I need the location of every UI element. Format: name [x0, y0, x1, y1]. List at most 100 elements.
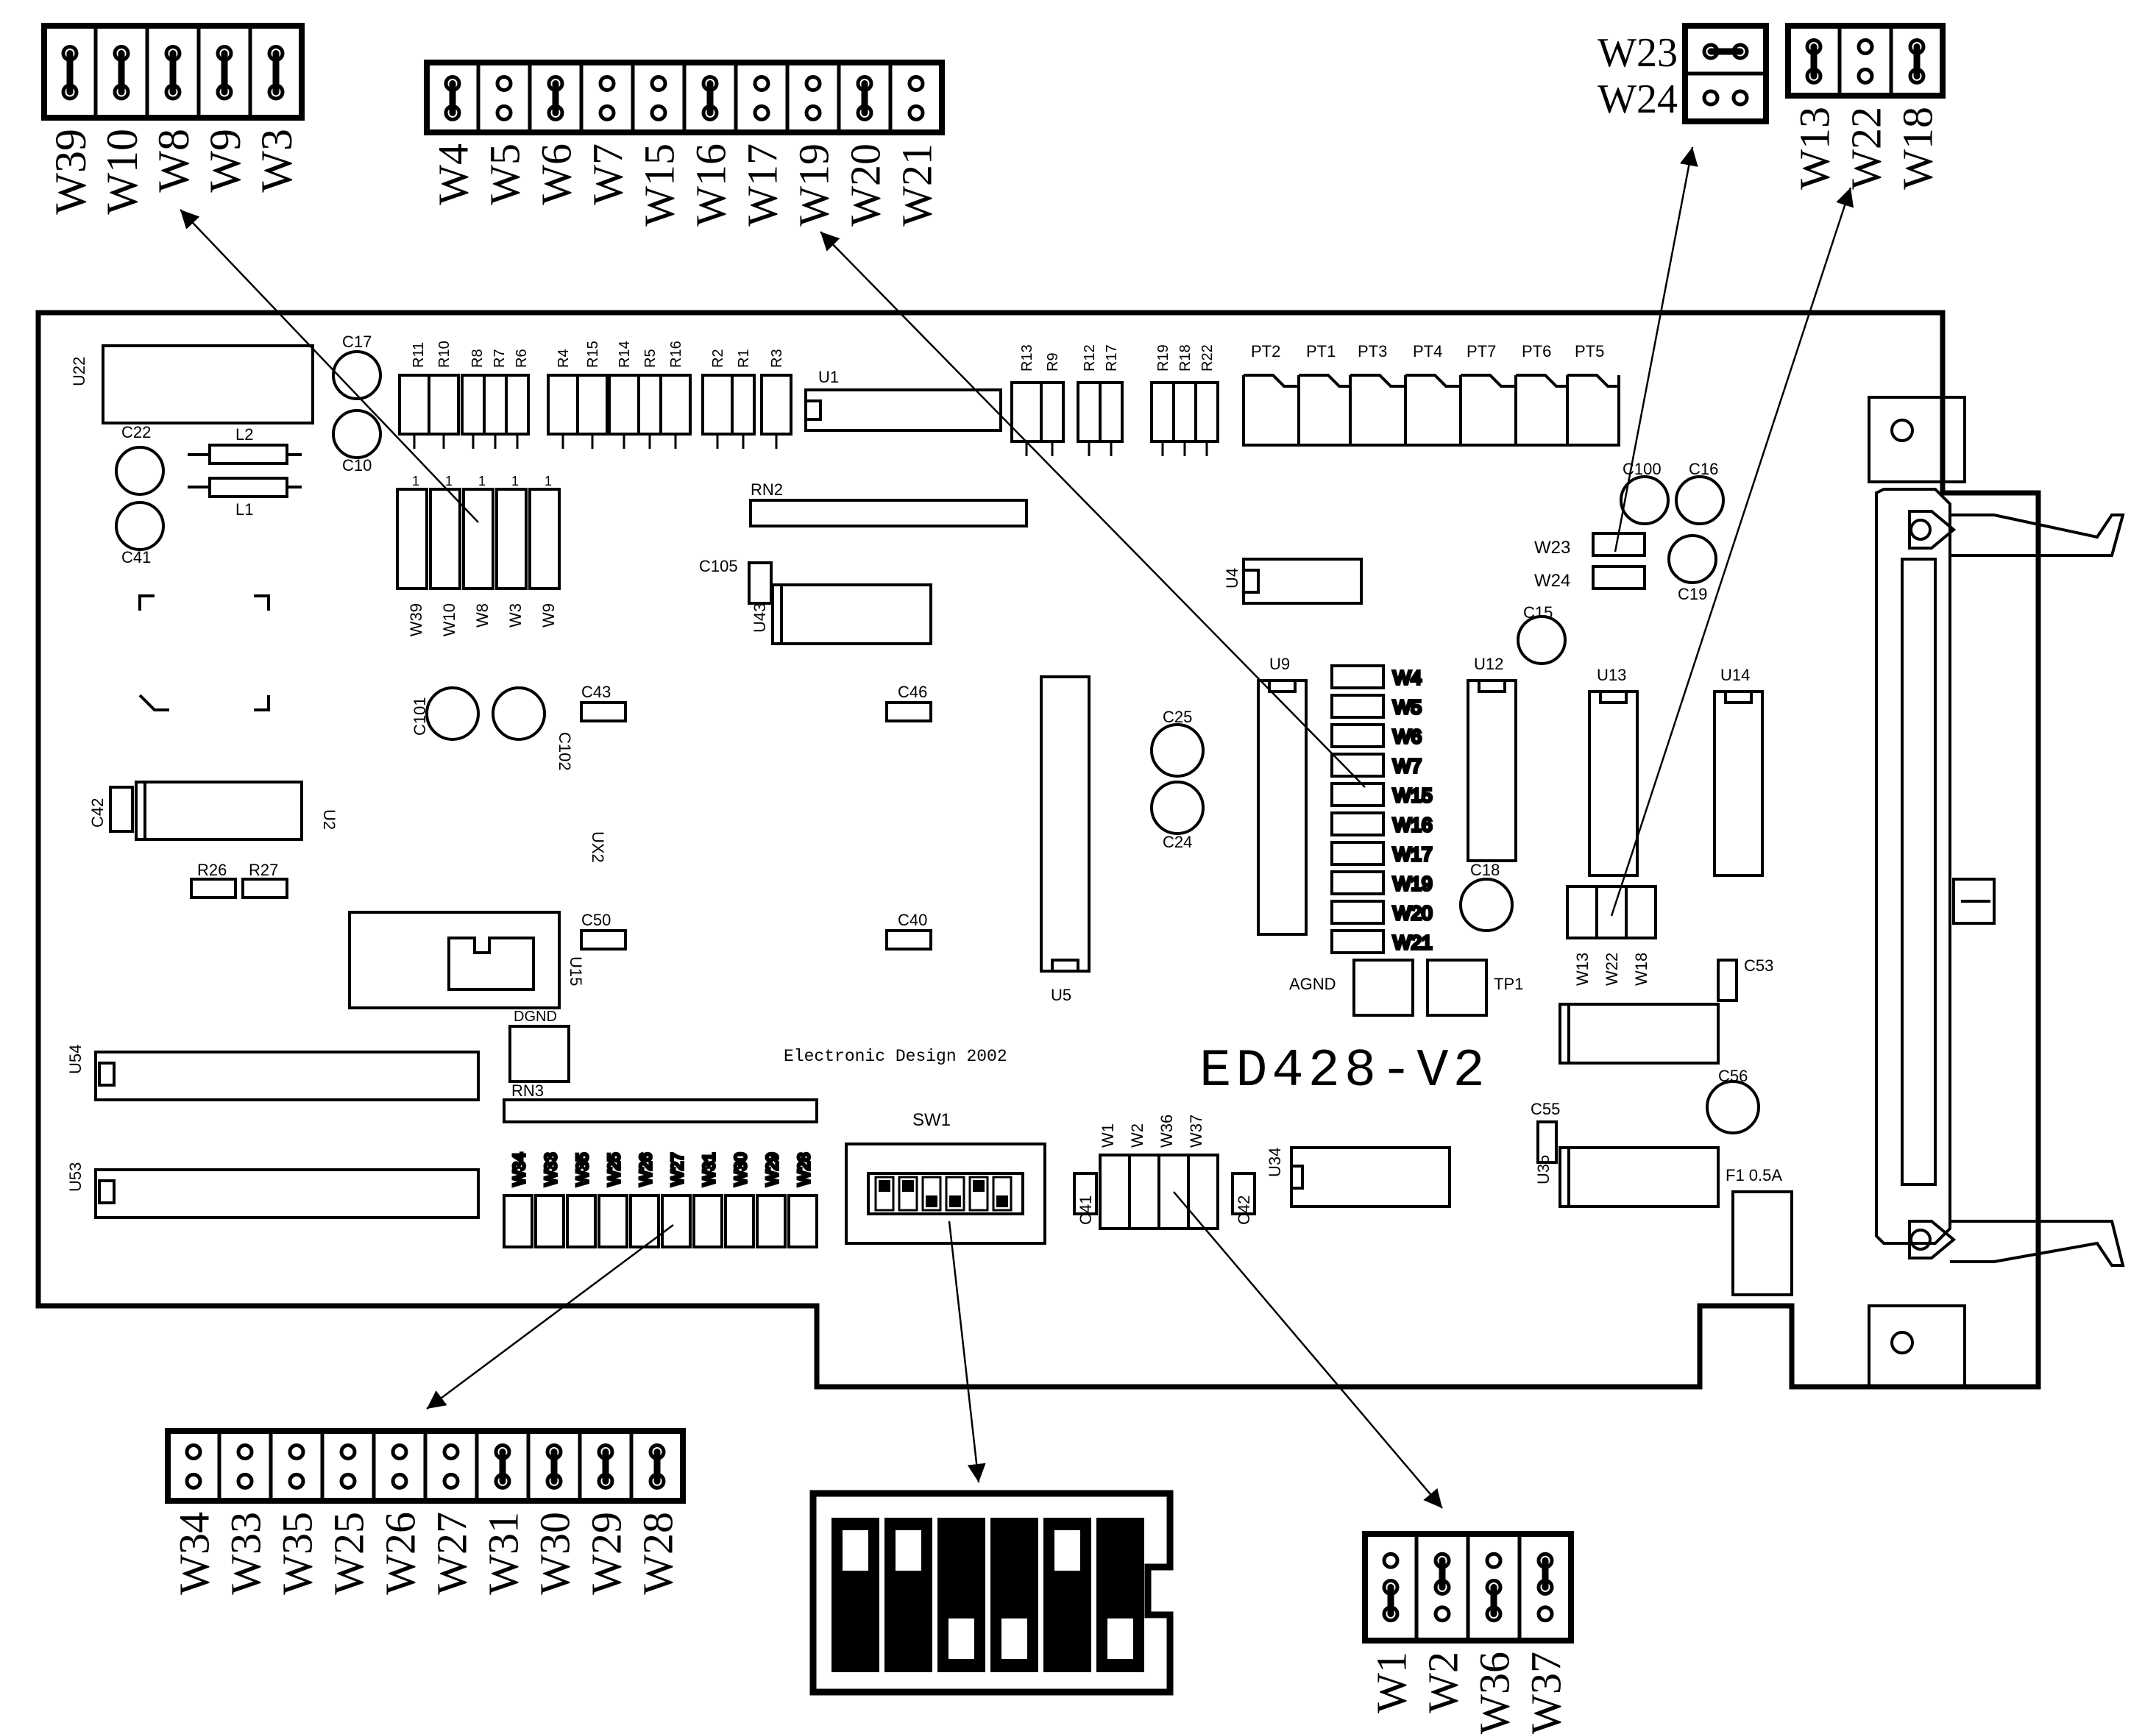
label: U1 — [818, 368, 839, 386]
pin — [1382, 1552, 1400, 1569]
label: W10 — [440, 603, 458, 636]
jumper-label: W2 — [1419, 1652, 1467, 1713]
label: 1 — [445, 474, 453, 488]
board-jumper-label: W33 — [542, 1153, 560, 1186]
pin — [907, 75, 925, 92]
label: U5 — [1051, 986, 1071, 1004]
label: U14 — [1720, 666, 1750, 684]
label: PT7 — [1467, 342, 1496, 360]
jumper-label: W15 — [635, 143, 683, 227]
board-jumper-label: W26 — [636, 1153, 655, 1186]
board-jumper-label: W15 — [1393, 784, 1432, 806]
board-outline — [35, 310, 2041, 1390]
pin — [650, 104, 667, 121]
board-jumper-label: W21 — [1393, 931, 1432, 953]
label: PT1 — [1306, 342, 1336, 360]
jumper-label: W19 — [790, 143, 837, 227]
jumper-label: W7 — [584, 143, 631, 205]
pin — [185, 1443, 202, 1460]
jumper-label: W17 — [738, 143, 786, 227]
board-jumper-label: W34 — [510, 1153, 528, 1186]
pin — [1433, 1605, 1451, 1623]
jumper-label: W21 — [893, 143, 940, 227]
jumper-label: W6 — [532, 143, 580, 205]
label: W2 — [1128, 1123, 1146, 1148]
pin — [339, 1472, 357, 1490]
label: L1 — [235, 500, 253, 519]
board-jumper-label: W16 — [1393, 814, 1432, 836]
label: PT2 — [1251, 342, 1280, 360]
label: 1 — [412, 474, 419, 488]
pin — [1731, 89, 1749, 107]
pin — [1857, 38, 1874, 55]
label: U54 — [66, 1045, 85, 1074]
label: R3 — [769, 349, 785, 368]
label: U35 — [1534, 1155, 1553, 1184]
jumper-label: W4 — [429, 143, 477, 205]
label: C41 — [1077, 1195, 1095, 1225]
label: R22 — [1199, 344, 1216, 372]
pin — [442, 1443, 460, 1460]
label: C105 — [699, 557, 738, 575]
label: L2 — [235, 425, 253, 444]
label: 1 — [511, 474, 519, 488]
label: W13 — [1573, 953, 1592, 986]
label: C100 — [1623, 460, 1662, 478]
board-parts-mid — [94, 475, 1793, 1296]
pin — [598, 104, 616, 121]
pin — [598, 75, 616, 92]
jumper-label: W5 — [481, 143, 528, 205]
pin — [288, 1443, 305, 1460]
label: R14 — [617, 341, 633, 368]
pin — [753, 75, 770, 92]
label: W1 — [1099, 1123, 1117, 1148]
label: R15 — [585, 341, 601, 368]
jumper-label: W9 — [201, 129, 249, 193]
label: R19 — [1155, 344, 1171, 372]
board-jumper-label: W29 — [763, 1153, 781, 1186]
label: PT4 — [1413, 342, 1442, 360]
label: U9 — [1269, 655, 1290, 673]
label: 1 — [545, 474, 552, 488]
pin — [339, 1443, 357, 1460]
label: W8 — [473, 603, 492, 628]
jumper-label: W20 — [841, 143, 889, 227]
dip-switch-detail — [809, 1490, 1174, 1696]
label: U13 — [1597, 666, 1626, 684]
label: R10 — [436, 341, 453, 368]
board-jumper-label: W6 — [1393, 725, 1422, 747]
label: C41 — [121, 548, 151, 566]
pin — [236, 1472, 254, 1490]
label: R6 — [514, 349, 530, 368]
label: U43 — [751, 603, 769, 633]
label: C15 — [1523, 603, 1553, 622]
jumper-label: W37 — [1522, 1652, 1570, 1734]
label: C42 — [88, 798, 107, 828]
jumper-label: W39 — [46, 129, 95, 215]
label: R7 — [492, 349, 508, 368]
pin — [907, 104, 925, 121]
label: C19 — [1678, 585, 1707, 603]
pin — [1536, 1605, 1554, 1623]
label: R9 — [1045, 352, 1061, 372]
jumper-label: W24 — [1598, 77, 1678, 122]
label: PT5 — [1575, 342, 1604, 360]
board-credit: Electronic Design 2002 — [784, 1047, 1007, 1066]
label: R2 — [710, 349, 726, 368]
label: R18 — [1177, 344, 1194, 372]
dgnd-label: DGND — [514, 1009, 557, 1025]
jumper-label: W8 — [149, 129, 198, 193]
pin — [442, 1472, 460, 1490]
jumper-label: W30 — [531, 1512, 578, 1595]
pin — [288, 1472, 305, 1490]
label: C17 — [342, 333, 372, 351]
label: C43 — [581, 683, 611, 701]
label: C46 — [898, 683, 927, 701]
